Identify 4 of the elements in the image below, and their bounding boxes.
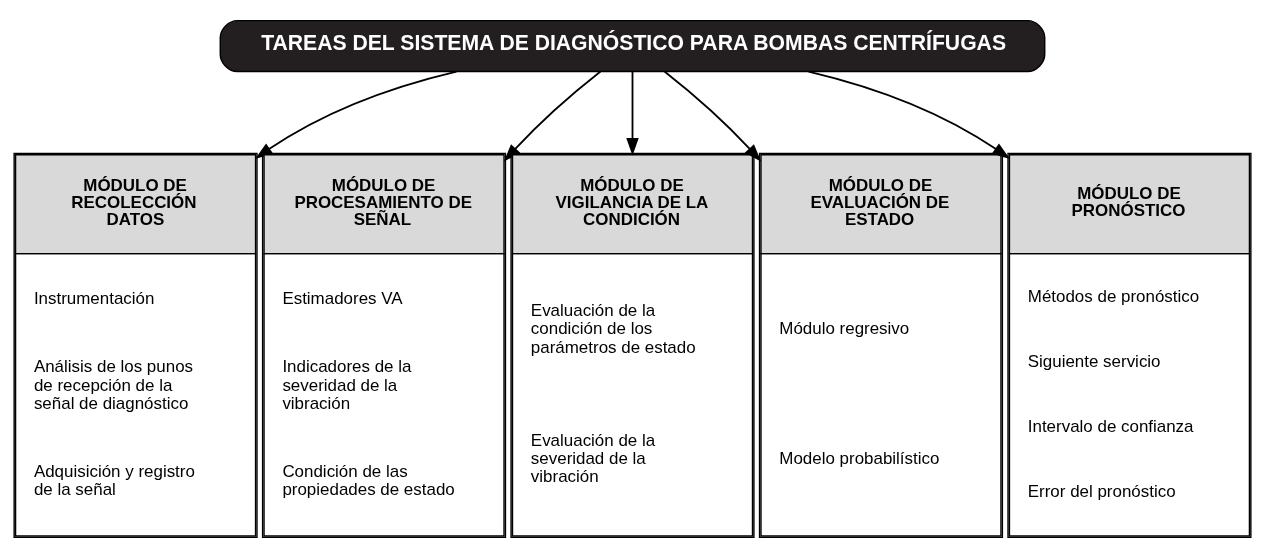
- arrow: [626, 70, 639, 156]
- node-box: TAREAS DEL SISTEMA DE DIAGNÓSTICO PARA BOMBAS CENTRÍFUGAS: [219, 19, 1046, 72]
- arrow: [663, 70, 762, 162]
- arrow: [807, 70, 1010, 159]
